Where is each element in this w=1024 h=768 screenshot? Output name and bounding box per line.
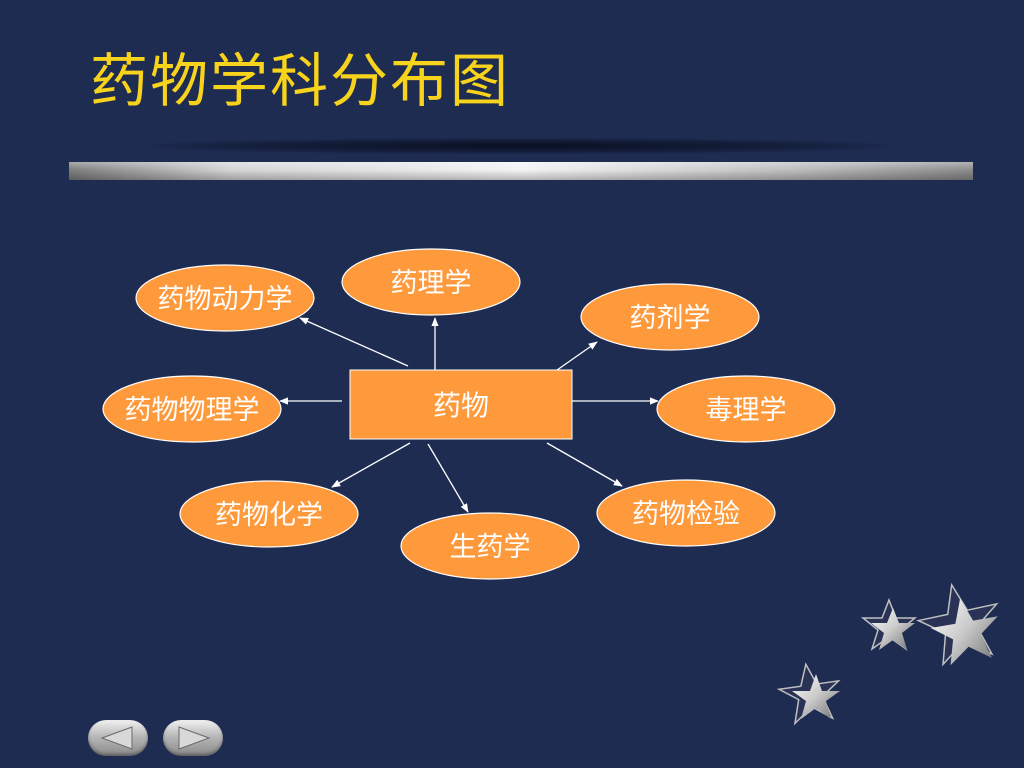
- center-node: 药物: [349, 369, 573, 440]
- node-biophysical-pharmacy: 药物物理学: [102, 375, 282, 443]
- node-toxicology: 毒理学: [656, 375, 836, 443]
- node-label-biophysical-pharmacy: 药物物理学: [125, 395, 260, 426]
- node-pharmacology: 药理学: [341, 248, 521, 316]
- prev-arrow-icon: [100, 726, 133, 750]
- node-label-drug-analysis: 药物检验: [632, 499, 740, 530]
- arrow-to-drug-analysis: [546, 442, 623, 487]
- node-label-pharmacokinetics: 药物动力学: [158, 284, 293, 315]
- star-icon: [776, 662, 841, 726]
- prev-slide-button[interactable]: [88, 720, 148, 756]
- node-label-pharmacology: 药理学: [391, 268, 472, 299]
- node-label-pharmacognosy: 生药学: [450, 532, 531, 563]
- star-icon: [860, 597, 918, 651]
- node-medicinal-chemistry: 药物化学: [179, 480, 359, 548]
- arrow-to-pharmacokinetics: [299, 317, 409, 367]
- title-divider: [69, 162, 973, 180]
- center-label: 药物: [433, 389, 489, 422]
- node-pharmacokinetics: 药物动力学: [135, 264, 315, 332]
- arrow-to-pharmacognosy: [427, 443, 469, 513]
- node-pharmaceutics: 药剂学: [580, 283, 760, 351]
- next-slide-button[interactable]: [163, 720, 223, 756]
- node-label-medicinal-chemistry: 药物化学: [215, 500, 323, 531]
- node-label-toxicology: 毒理学: [706, 395, 787, 426]
- title-shadow: [150, 138, 890, 154]
- star-icon: [916, 582, 999, 667]
- slide-title: 药物学科分布图: [90, 47, 511, 115]
- node-drug-analysis: 药物检验: [596, 479, 776, 547]
- arrow-to-medicinal-chemistry: [331, 442, 411, 488]
- node-pharmacognosy: 生药学: [400, 512, 580, 580]
- next-arrow-icon: [178, 726, 211, 750]
- node-label-pharmaceutics: 药剂学: [630, 303, 711, 334]
